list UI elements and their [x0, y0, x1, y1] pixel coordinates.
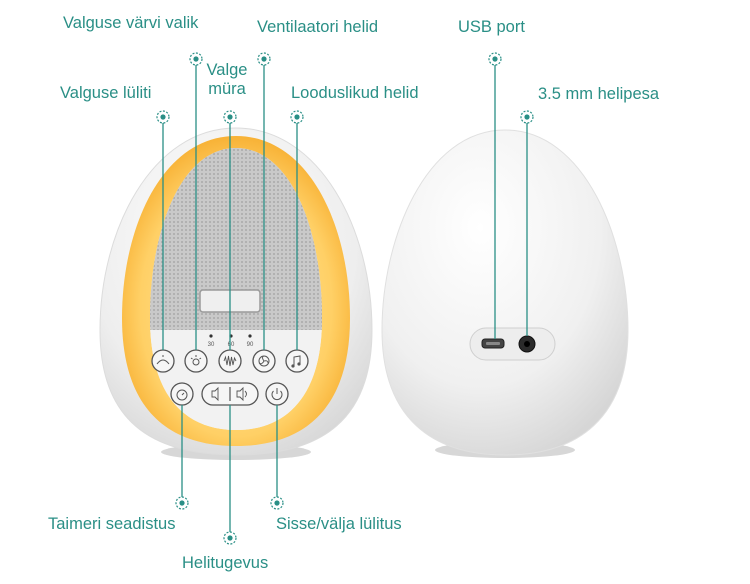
marker-light-switch [156, 110, 170, 124]
timer-button[interactable] [170, 382, 194, 406]
label-headphone-jack: 3.5 mm helipesa [538, 85, 660, 103]
label-usb-port: USB port [458, 18, 525, 36]
label-white-noise: Valge müra [204, 61, 250, 99]
label-nature-sounds: Looduslikud helid [291, 84, 419, 102]
label-fan-sounds: Ventilaatori helid [257, 18, 379, 36]
light-color-button[interactable] [184, 349, 208, 373]
timer-mark-90: 90 [247, 342, 254, 348]
marker-white-noise [223, 110, 237, 124]
front-device: 30 60 90 [99, 127, 373, 460]
marker-timer [175, 496, 189, 510]
label-volume: Helitugevus [182, 554, 269, 572]
fan-sounds-button[interactable] [252, 349, 276, 373]
back-device [381, 129, 629, 458]
nature-sounds-button[interactable] [285, 349, 309, 373]
timer-mark-60: 60 [228, 342, 235, 348]
label-power: Sisse/välja lülitus [276, 515, 402, 533]
marker-fan-sounds [257, 52, 271, 66]
label-white-noise-line2: müra [208, 79, 246, 98]
headphone-jack [518, 335, 536, 353]
marker-power [270, 496, 284, 510]
marker-headphone-jack [520, 110, 534, 124]
marker-usb-port [488, 52, 502, 66]
timer-mark-30: 30 [208, 342, 215, 348]
label-timer: Taimeri seadistus [48, 515, 176, 533]
label-white-noise-line1: Valge [206, 61, 248, 79]
white-noise-button[interactable] [218, 349, 242, 373]
marker-nature-sounds [290, 110, 304, 124]
usb-port [481, 338, 505, 349]
marker-volume [223, 531, 237, 545]
callout-markers [156, 52, 534, 545]
callout-lines [162, 62, 528, 535]
light-switch-button[interactable] [151, 349, 175, 373]
label-light-switch: Valguse lüliti [60, 84, 152, 102]
label-light-color: Valguse värvi valik [63, 14, 199, 32]
power-button[interactable] [265, 382, 289, 406]
volume-control[interactable] [201, 382, 259, 406]
marker-light-color [189, 52, 203, 66]
